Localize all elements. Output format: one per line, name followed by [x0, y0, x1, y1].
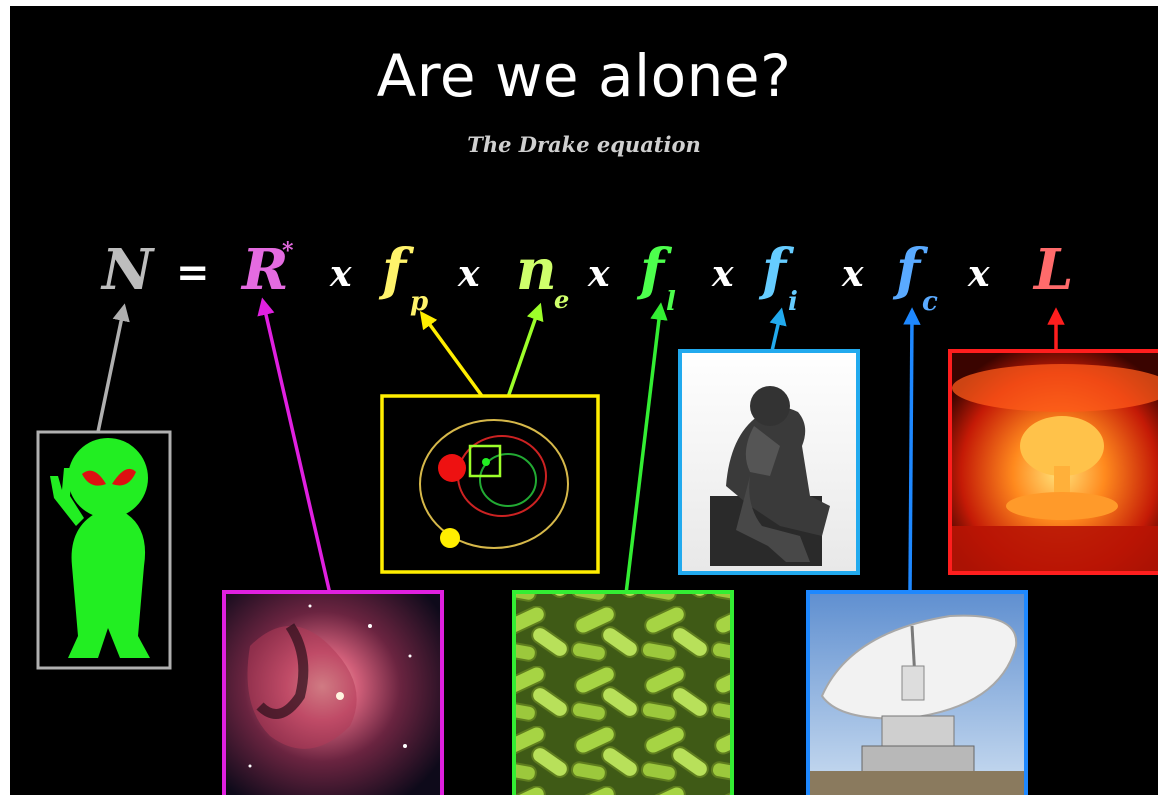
- eq-times-5: x: [841, 253, 864, 295]
- eq-r-star: R: [240, 237, 289, 303]
- thinker-panel: [678, 349, 860, 575]
- arrow-r-star: [257, 297, 332, 595]
- arrow-n: [96, 303, 130, 433]
- drake-equation: N = R * x f p x n e x f l x f i x f c: [100, 237, 1073, 317]
- bacteria-panel: [512, 590, 734, 795]
- eq-times-6: x: [967, 253, 990, 295]
- eq-times-1: x: [329, 253, 352, 295]
- alien-panel: [36, 430, 172, 670]
- slide: Are we alone? The Drake equation: [10, 6, 1158, 795]
- nebula-image: [247, 604, 412, 768]
- eq-times-2: x: [457, 253, 480, 295]
- eq-equals: =: [176, 249, 210, 296]
- arrow-fc: [903, 307, 921, 593]
- alien-icon: [50, 438, 150, 658]
- eq-ne: n: [516, 237, 557, 303]
- arrow-fl: [624, 302, 668, 595]
- eq-fi-sub: i: [788, 287, 798, 317]
- eq-r-star-sup: *: [282, 238, 294, 264]
- drake-diagram: N = R * x f p x n e x f l x f i x f c: [36, 237, 1158, 795]
- eq-fc-sub: c: [922, 287, 938, 317]
- eq-l: L: [1032, 237, 1073, 303]
- nebula-panel: [222, 590, 444, 795]
- planet-orbit-diagram: [419, 419, 569, 549]
- eq-fl-sub: l: [666, 287, 676, 317]
- orbits-panel: [380, 394, 600, 574]
- explosion-panel: [948, 349, 1158, 575]
- eq-ne-sub: e: [554, 285, 569, 314]
- eq-times-4: x: [711, 253, 734, 295]
- arrow-fp: [419, 310, 484, 398]
- nuclear-explosion-image: [952, 364, 1158, 571]
- thinker-statue-image: [710, 386, 830, 566]
- slide-subtitle: The Drake equation: [467, 132, 701, 157]
- dish-panel: [806, 590, 1028, 795]
- eq-fp-sub: p: [410, 287, 428, 317]
- eq-n: N: [100, 237, 155, 303]
- eq-times-3: x: [587, 253, 610, 295]
- slide-title: Are we alone?: [376, 42, 792, 110]
- radio-telescope-image: [810, 614, 1024, 795]
- arrow-fi: [769, 307, 787, 352]
